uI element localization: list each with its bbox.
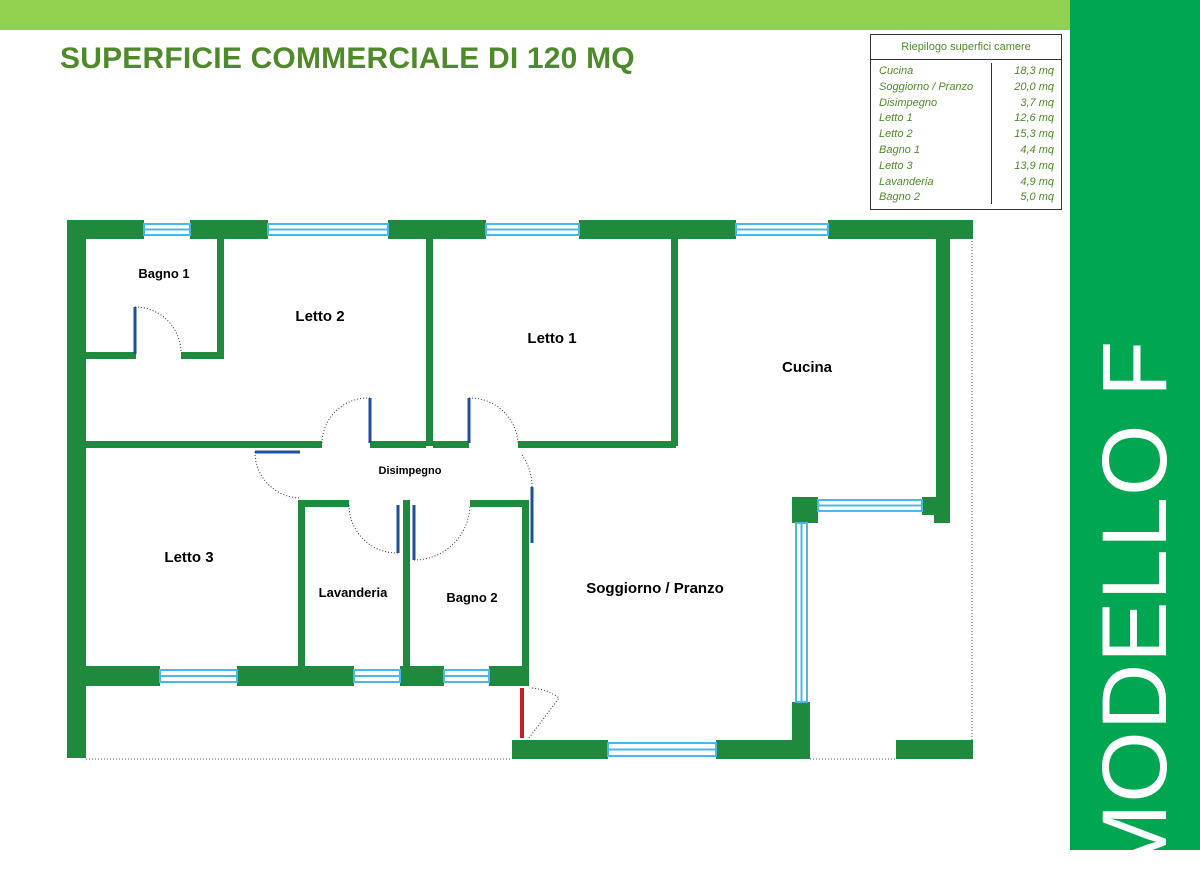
wall [388,220,486,239]
door [254,450,301,499]
side-banner [1070,0,1200,850]
wall [671,239,678,446]
summary-row: Lavanderia 4,9 mq [871,175,1061,191]
door [521,454,534,543]
door [133,306,182,354]
room-label-bagno-2: Bagno 2 [446,590,497,605]
summary-room-area: 4,9 mq [1020,175,1054,188]
summary-room-area: 12,6 mq [1014,112,1054,125]
wall [470,500,527,507]
wall [403,500,410,670]
wall [86,666,160,686]
wall [190,220,268,239]
walls [67,220,973,759]
summary-room-name: Letto 3 [879,159,913,172]
room-label-bagno-1: Bagno 1 [138,266,189,281]
summary-room-area: 3,7 mq [1020,96,1054,109]
page-title: SUPERFICIE COMMERCIALE DI 120 MQ [60,42,635,75]
top-accent-bar [0,0,1070,30]
summary-room-name: Soggiorno / Pranzo [879,80,974,93]
summary-row: Letto 1 12,6 mq [871,111,1061,127]
wall [67,220,86,758]
door [467,397,519,444]
summary-row: Letto 2 15,3 mq [871,127,1061,143]
room-label-soggiorno-pranzo: Soggiorno / Pranzo [586,580,724,597]
wall [828,220,973,239]
summary-row: Bagno 2 5,0 mq [871,190,1061,206]
wall [298,500,305,670]
wall [896,740,973,759]
door [412,504,471,561]
wall [370,441,426,448]
summary-room-name: Letto 2 [879,128,913,141]
side-banner-text: MODELLO F [1084,339,1186,880]
window [159,669,238,683]
room-label-letto-3: Letto 3 [164,549,213,566]
wall [716,740,810,759]
window [817,499,923,512]
window [353,669,401,683]
wall [181,352,224,359]
summary-row: Bagno 1 4,4 mq [871,143,1061,159]
wall [67,220,144,239]
entry-door [520,687,560,739]
window [267,223,389,236]
windows [143,223,923,757]
summary-room-area: 5,0 mq [1020,191,1054,204]
summary-room-area: 20,0 mq [1014,80,1054,93]
wall [934,497,950,523]
summary-column-divider [991,63,992,204]
window [607,742,717,757]
property-outline [86,238,973,760]
summary-room-area: 13,9 mq [1014,159,1054,172]
wall [512,740,530,759]
wall [579,220,736,239]
door [348,504,400,554]
wall [298,500,349,507]
wall [792,497,818,523]
room-label-disimpegno: Disimpegno [379,465,442,477]
wall [86,352,136,359]
summary-room-name: Bagno 1 [879,143,920,156]
summary-room-name: Disimpegno [879,96,938,109]
wall [217,239,224,359]
summary-room-name: Bagno 2 [879,191,920,204]
summary-row: Cucina 18,3 mq [871,64,1061,80]
wall [426,239,433,446]
window [143,223,191,236]
wall [237,666,354,686]
wall [936,220,950,520]
wall [512,740,608,759]
summary-table: Riepilogo superfici camere Cucina 18,3 mq… [870,34,1062,210]
summary-room-name: Lavanderia [879,175,934,188]
room-label-lavanderia: Lavanderia [319,585,388,600]
room-label-letto-2: Letto 2 [295,308,344,325]
wall [86,441,322,448]
summary-room-area: 4,4 mq [1020,143,1054,156]
summary-row: Letto 3 13,9 mq [871,159,1061,175]
wall [489,666,529,686]
window [485,223,580,236]
summary-row: Soggiorno / Pranzo 20,0 mq [871,80,1061,96]
summary-room-area: 18,3 mq [1014,65,1054,77]
door [321,397,372,444]
window [735,223,829,236]
wall [433,441,469,448]
summary-room-area: 15,3 mq [1014,128,1054,141]
summary-row: Disimpegno 3,7 mq [871,96,1061,112]
doors [133,306,560,739]
summary-title: Riepilogo superfici camere [871,35,1061,60]
wall [400,666,444,686]
window [443,669,490,683]
room-label-cucina: Cucina [782,359,833,376]
window [795,522,808,703]
room-label-letto-1: Letto 1 [527,330,576,347]
summary-room-name: Cucina [879,65,914,77]
summary-room-name: Letto 1 [879,112,913,125]
wall [518,441,676,448]
floor-plan: Bagno 1 Letto 2 Letto 1 Cucina Disimpegn… [67,220,973,760]
wall [522,500,529,686]
